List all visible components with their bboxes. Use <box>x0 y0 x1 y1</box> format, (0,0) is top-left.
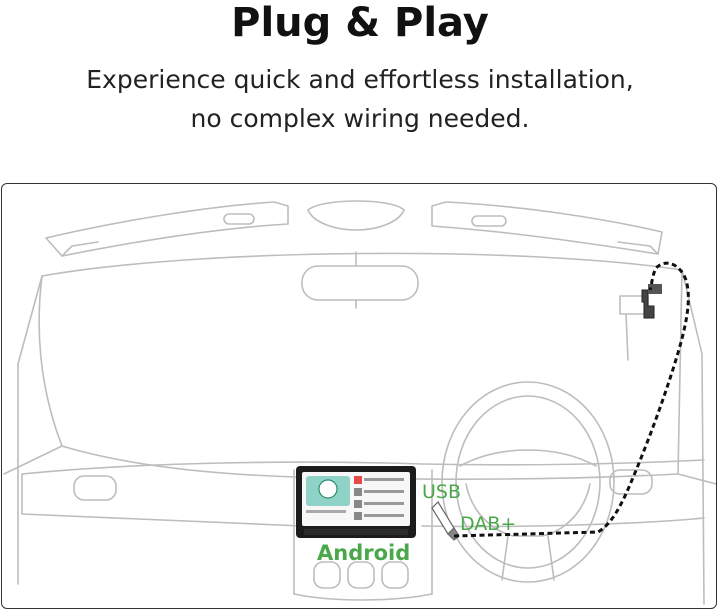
center-console <box>293 469 433 595</box>
left-air-vent <box>73 475 117 501</box>
car-interior-drawing: USB DAB+ Android <box>3 200 716 605</box>
android-label: Android <box>317 541 410 565</box>
dashcam-device <box>641 284 662 319</box>
right-air-vent <box>609 469 653 495</box>
dab-antenna-cable <box>453 261 690 538</box>
dab-label: DAB+ <box>460 513 516 535</box>
subtitle-line-2: no complex wiring needed. <box>190 104 530 133</box>
rear-view-mirror <box>301 251 419 309</box>
head-unit-screen <box>296 466 416 538</box>
steering-wheel <box>441 381 615 583</box>
windshield <box>38 252 683 480</box>
page-title: Plug & Play <box>231 0 489 46</box>
subtitle-line-1: Experience quick and effortless installa… <box>86 65 634 94</box>
usb-label: USB <box>422 481 461 503</box>
right-sun-visor <box>431 201 663 255</box>
climate-control-knobs <box>313 561 409 589</box>
car-interior-illustration: USB DAB+ Android <box>1 183 717 609</box>
left-sun-visor <box>45 201 289 257</box>
page-subtitle: Experience quick and effortless installa… <box>0 60 720 138</box>
dashboard-top <box>21 459 705 475</box>
dome-light <box>307 200 405 231</box>
